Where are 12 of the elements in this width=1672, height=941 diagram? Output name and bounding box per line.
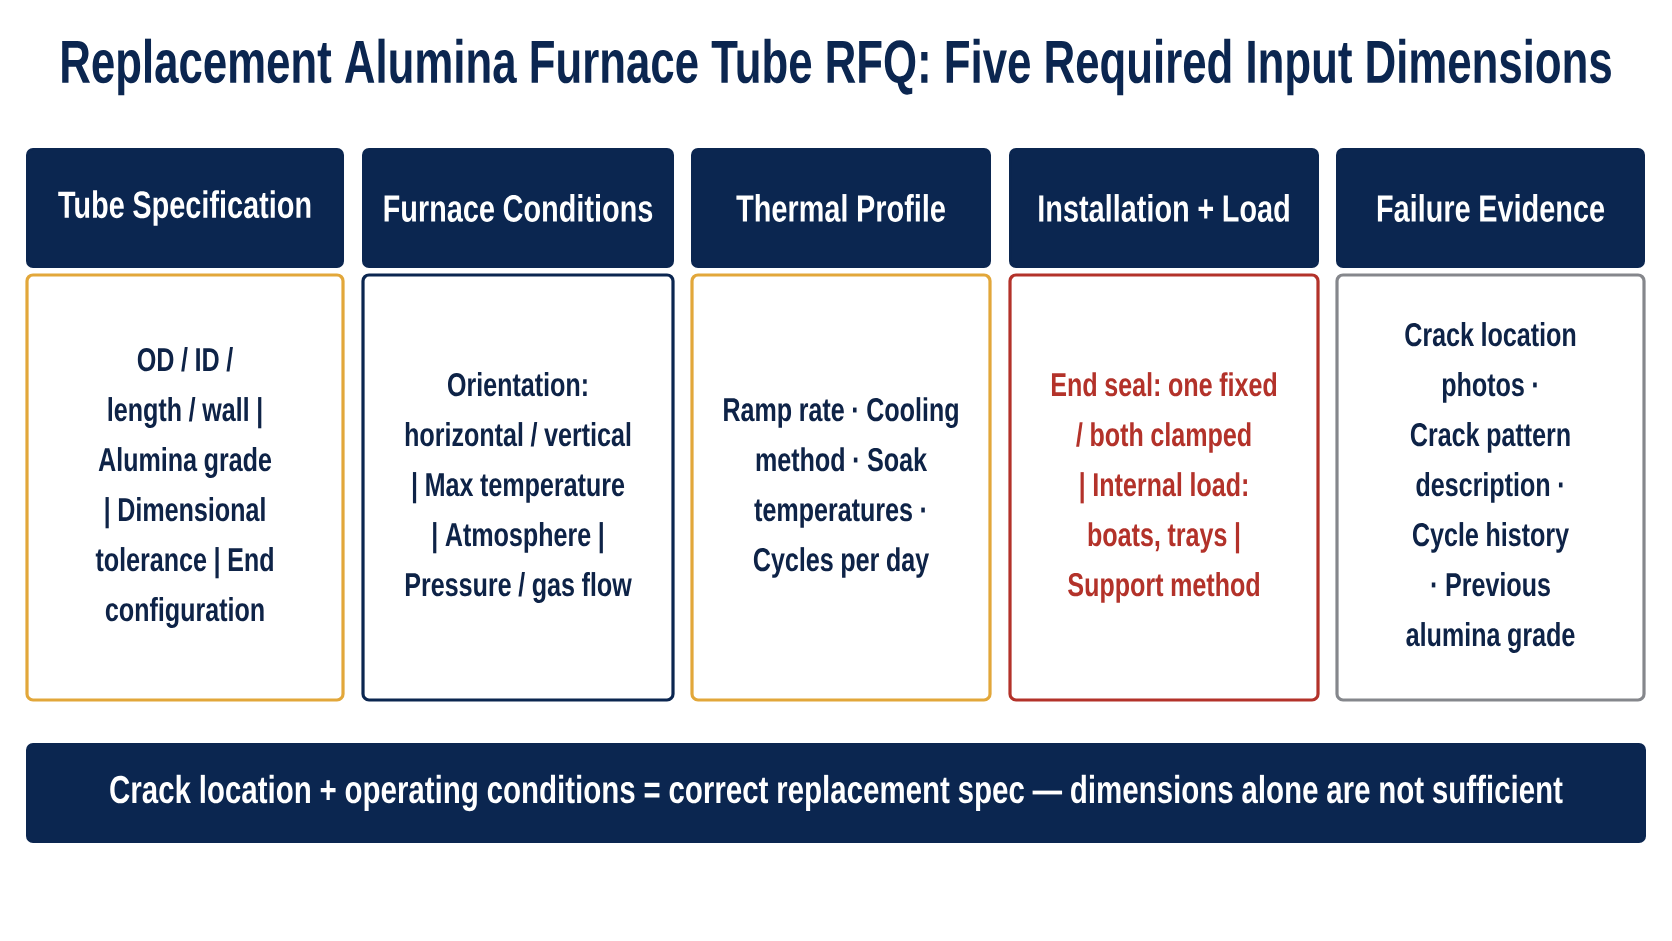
- header-box: Installation + Load: [1009, 148, 1319, 268]
- content-box: OD / ID / length / wall | Alumina grade | Dimensional tolerance | End configuration: [25, 273, 345, 702]
- summary-banner: Crack location + operating conditions = correct replacement spec — dimensions alone are not sufficient: [26, 743, 1646, 843]
- content-box: Crack location photos · Crack pattern description · Cycle history · Previous alumina grade: [1335, 273, 1646, 702]
- header-box: Thermal Profile: [691, 148, 991, 268]
- header-box: Failure Evidence: [1336, 148, 1645, 268]
- header-box: Tube Specification: [26, 148, 344, 268]
- header-box: Furnace Conditions: [362, 148, 674, 268]
- content-box: Orientation: horizontal / vertical | Max temperature | Atmosphere | Pressure / gas flow: [361, 273, 675, 702]
- title: Replacement Alumina Furnace Tube RFQ: Five Required Input Dimensions: [62, 38, 1611, 96]
- content-box: End seal: one fixed / both clamped | Internal load: boats, trays | Support method: [1008, 273, 1320, 702]
- content-box: Ramp rate · Cooling method · Soak temperatures · Cycles per day: [690, 273, 992, 702]
